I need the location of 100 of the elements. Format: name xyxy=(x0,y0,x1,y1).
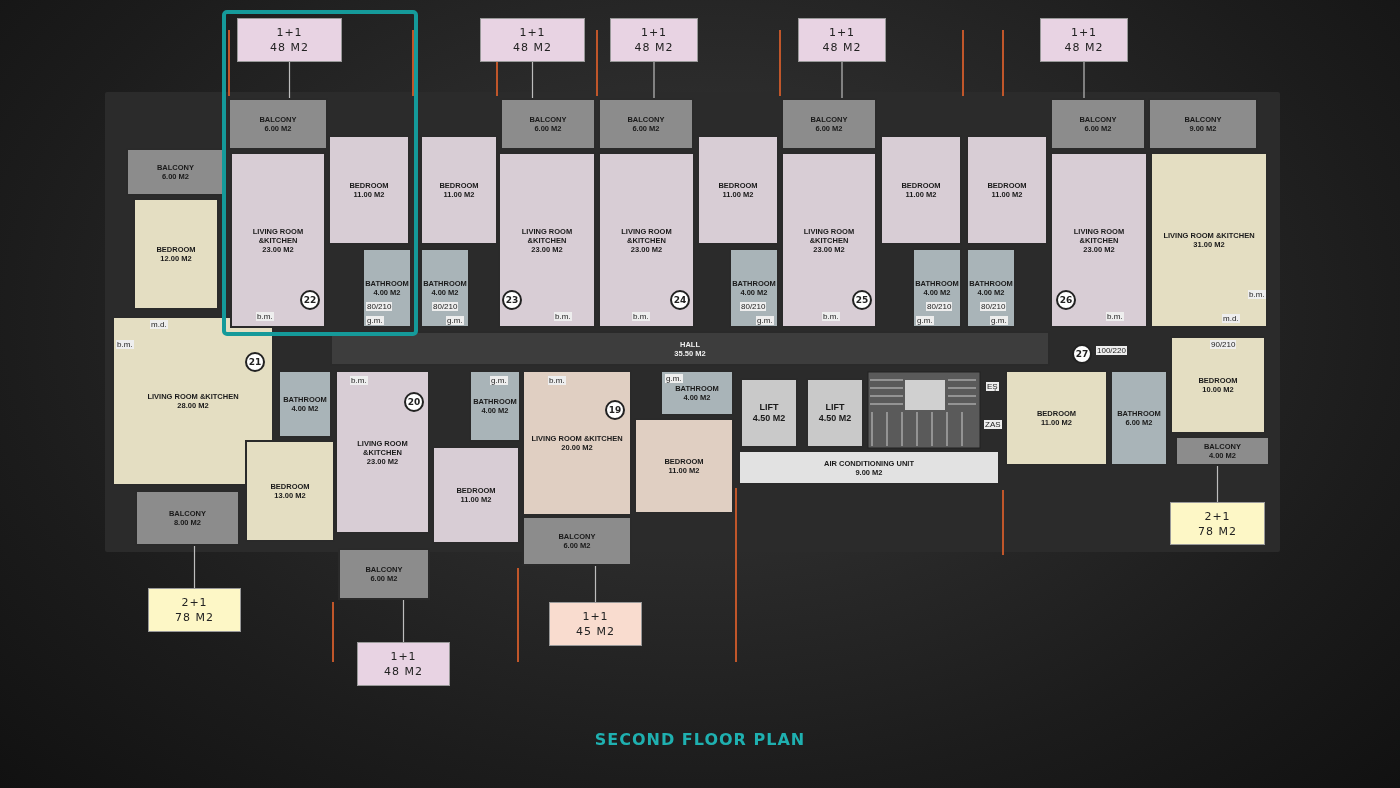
unit-type-tag xyxy=(610,18,698,62)
appliance-label: b.m. xyxy=(256,312,274,321)
unit-number-badge: 21 xyxy=(245,352,265,372)
unit-area-text: 48 M2 xyxy=(634,40,674,55)
living-room-floor xyxy=(1150,152,1268,328)
appliance-label: b.m. xyxy=(1106,312,1124,321)
living-room-floor xyxy=(335,370,430,534)
living-room-floor xyxy=(1050,152,1148,328)
unit-number-badge: 26 xyxy=(1056,290,1076,310)
appliance-label: g.m. xyxy=(756,316,774,325)
balcony-floor xyxy=(228,98,328,150)
bedroom-floor xyxy=(245,440,335,542)
appliance-label: g.m. xyxy=(446,316,464,325)
unit-type-tag xyxy=(237,18,342,62)
unit-number-badge: 24 xyxy=(670,290,690,310)
door-size-label: 80/210 xyxy=(980,302,1007,311)
appliance-label: b.m. xyxy=(116,340,134,349)
appliance-label: b.m. xyxy=(822,312,840,321)
shaft-label: EŞ xyxy=(986,382,999,391)
lift-shaft xyxy=(740,378,798,448)
leader-line xyxy=(288,61,291,99)
appliance-label: b.m. xyxy=(548,376,566,385)
appliance-label: b.m. xyxy=(632,312,650,321)
unit-area-text: 45 M2 xyxy=(576,624,615,639)
living-room-floor xyxy=(781,152,877,328)
appliance-label: g.m. xyxy=(665,374,683,383)
unit-area-text: 48 M2 xyxy=(270,40,309,55)
unit-area-text: 78 M2 xyxy=(1198,523,1237,539)
living-room-floor xyxy=(498,152,596,328)
bedroom-floor xyxy=(966,135,1048,245)
unit-type-text: 2+1 xyxy=(1204,508,1231,524)
bathroom-floor xyxy=(729,248,779,328)
bedroom-floor xyxy=(1005,370,1108,466)
balcony-floor xyxy=(1050,98,1146,150)
room-area: 4.50 M2 xyxy=(752,413,786,424)
leader-line xyxy=(193,545,196,589)
unit-type-text: 1+1 xyxy=(828,25,856,40)
leader-line xyxy=(594,565,597,603)
air-conditioning-unit-area xyxy=(738,450,1000,485)
room-name: LIFT xyxy=(825,402,845,413)
bedroom-floor xyxy=(432,446,520,544)
balcony-floor xyxy=(126,148,225,196)
unit-type-text: 1+1 xyxy=(1070,25,1098,40)
unit-number-badge: 20 xyxy=(404,392,424,412)
door-size-label: 80/210 xyxy=(740,302,767,311)
balcony-floor xyxy=(135,490,240,546)
unit-type-text: 1+1 xyxy=(640,25,668,40)
appliance-label: b.m. xyxy=(1248,290,1266,299)
door-size-label: 100/220 xyxy=(1096,346,1127,355)
appliance-label: b.m. xyxy=(554,312,572,321)
unit-type-text: 2+1 xyxy=(181,595,208,610)
door-size-label: 80/210 xyxy=(366,302,393,311)
room-name: LIFT xyxy=(759,402,779,413)
unit-type-tag xyxy=(798,18,886,62)
unit-area-text: 48 M2 xyxy=(822,40,862,55)
balcony-floor xyxy=(500,98,596,150)
living-room-floor xyxy=(598,152,695,328)
leader-line xyxy=(841,61,843,99)
bedroom-floor xyxy=(420,135,498,245)
appliance-label: g.m. xyxy=(490,376,508,385)
bedroom-floor xyxy=(328,135,410,245)
leader-line xyxy=(653,61,655,99)
bathroom-floor xyxy=(362,248,412,328)
unit-number-badge: 25 xyxy=(852,290,872,310)
leader-line xyxy=(402,599,405,643)
bedroom-floor xyxy=(133,198,219,310)
bathroom-floor xyxy=(660,370,734,416)
balcony-floor xyxy=(781,98,877,150)
hall-floor xyxy=(330,331,1050,366)
appliance-label: g.m. xyxy=(916,316,934,325)
unit-type-text: 1+1 xyxy=(390,649,417,664)
unit-type-tag xyxy=(357,642,450,686)
balcony-floor xyxy=(1175,436,1270,466)
living-room-floor xyxy=(230,152,326,328)
bathroom-floor xyxy=(966,248,1016,328)
door-size-label: 90/210 xyxy=(1210,340,1237,349)
bathroom-floor xyxy=(1110,370,1168,466)
door-size-label: 80/210 xyxy=(926,302,953,311)
bathroom-floor xyxy=(469,370,521,442)
leader-line xyxy=(1083,61,1085,99)
leader-line xyxy=(1216,465,1219,503)
bedroom-floor xyxy=(880,135,962,245)
unit-type-text: 1+1 xyxy=(276,25,303,40)
unit-type-tag xyxy=(549,602,642,646)
bedroom-floor xyxy=(634,418,734,514)
leader-line xyxy=(531,61,534,99)
bedroom-floor xyxy=(697,135,779,245)
bathroom-floor xyxy=(278,370,332,438)
unit-number-badge: 22 xyxy=(300,290,320,310)
appliance-label: m.d. xyxy=(1222,314,1240,323)
unit-type-tag xyxy=(148,588,241,632)
door-size-label: 80/210 xyxy=(432,302,459,311)
unit-area-text: 48 M2 xyxy=(1064,40,1104,55)
unit-area-text: 48 M2 xyxy=(384,664,423,679)
unit-area-text: 48 M2 xyxy=(513,40,552,55)
unit-type-tag xyxy=(1040,18,1128,62)
bathroom-floor xyxy=(420,248,470,328)
appliance-label: b.m. xyxy=(350,376,368,385)
living-room-floor xyxy=(112,316,274,486)
room-area: 4.50 M2 xyxy=(818,413,852,424)
